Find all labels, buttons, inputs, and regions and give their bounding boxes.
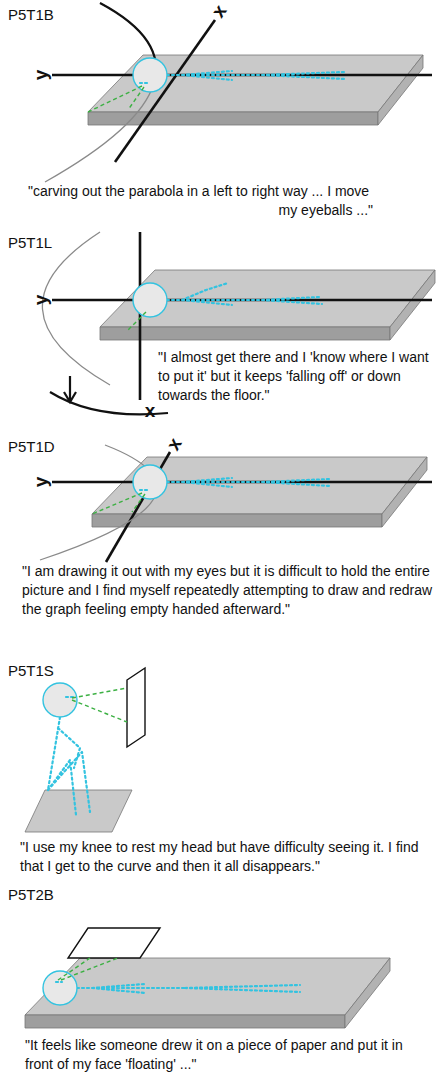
lying-figure (167, 71, 345, 80)
participant-quote: "I almost get there and I 'know where I … (158, 348, 433, 405)
slab-top (88, 55, 423, 112)
floating-paper (68, 928, 160, 958)
axis-label: y (31, 295, 50, 306)
sitting-figure (48, 717, 90, 815)
lying-figure (167, 283, 322, 305)
figure-eye (66, 696, 73, 698)
participant-quote: "carving out the parabola in a left to r… (28, 182, 373, 220)
falling-arrow (64, 376, 76, 402)
axis-label: y (31, 477, 50, 488)
participant-quote: "I use my knee to rest my head but have … (20, 838, 440, 876)
panel-label: P5T1B (8, 6, 54, 23)
figure-eye (140, 489, 147, 491)
axis-label: x (145, 401, 156, 420)
panel-label: P5T1L (8, 234, 52, 251)
sight-line (58, 958, 118, 980)
floating-paper (127, 668, 145, 747)
slab-front (100, 327, 390, 340)
figure-head (43, 683, 77, 717)
x-axis (106, 452, 170, 562)
slab-top (92, 457, 427, 514)
slab-side (390, 270, 435, 340)
sight-line (72, 688, 127, 722)
sight-line (88, 86, 144, 112)
table-slab (92, 457, 427, 527)
slab-top (25, 958, 390, 1015)
x-axis (115, 20, 215, 162)
floor (25, 790, 132, 832)
slab-front (92, 514, 382, 527)
participant-quote: "I am drawing it out with my eyes but it… (22, 562, 437, 619)
slab-side (378, 55, 423, 125)
slab-side (345, 958, 390, 1028)
lying-figure (167, 478, 330, 487)
figure-eye (56, 981, 62, 983)
slab-top (100, 270, 435, 327)
slab-front (25, 1015, 345, 1028)
figure-eye (140, 82, 147, 84)
lying-figure (77, 984, 300, 993)
participant-quote: "It feels like someone drew it on a piec… (25, 1036, 430, 1074)
table-slab (88, 55, 423, 125)
parabola (42, 232, 110, 385)
panel-label: P5T1D (8, 438, 55, 455)
figure-head (43, 971, 77, 1005)
parabola (45, 3, 156, 182)
axis-label: x (163, 435, 185, 454)
sight-line (92, 493, 145, 514)
panel-label: P5T2B (8, 886, 54, 903)
figure-head (133, 283, 167, 317)
panel-label: P5T1S (8, 662, 54, 679)
figure-head (133, 58, 167, 92)
table-slab (25, 958, 390, 1028)
sight-line (128, 312, 146, 330)
slab-side (382, 457, 427, 527)
axis-label: x (208, 1, 230, 21)
parabola (40, 445, 157, 560)
x-axis (139, 232, 142, 400)
axis-label: y (31, 70, 50, 81)
table-slab (100, 270, 435, 340)
